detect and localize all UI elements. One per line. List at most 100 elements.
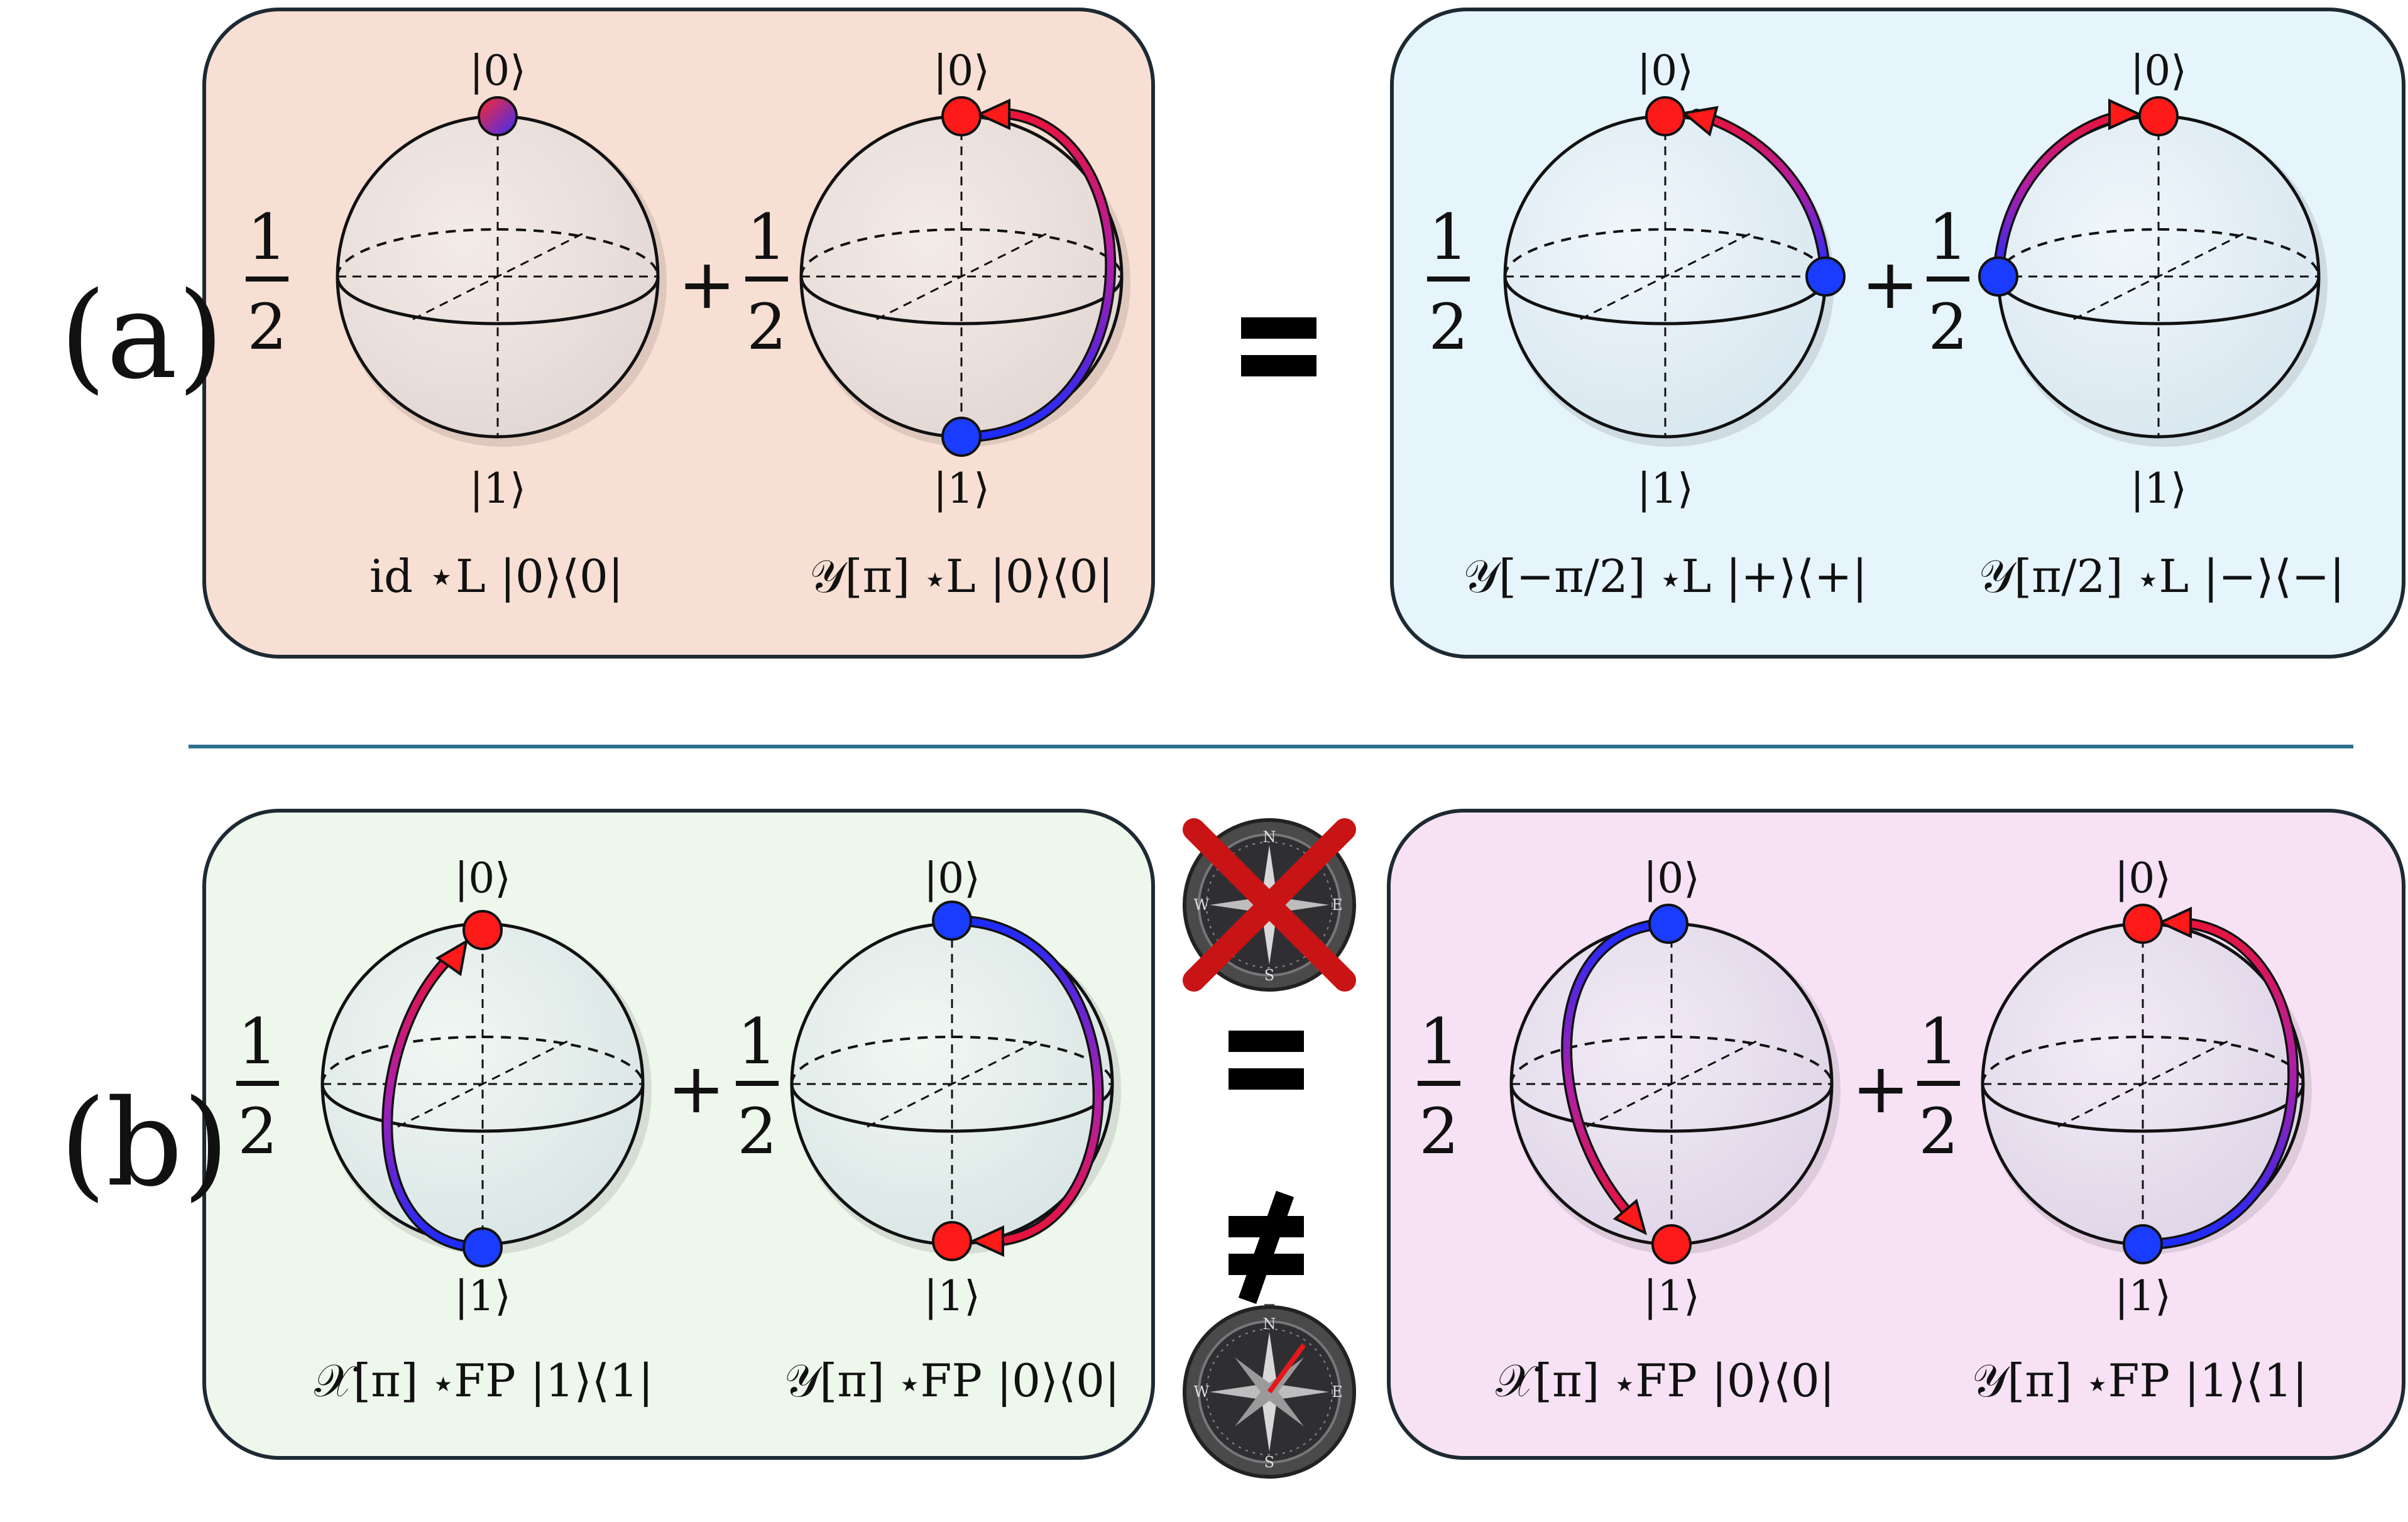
rotation-arc bbox=[948, 917, 1102, 1245]
ket-one: |1⟩ bbox=[469, 464, 526, 513]
arrowhead bbox=[976, 98, 1010, 131]
ket-one: |1⟩ bbox=[2115, 1272, 2171, 1320]
caption-a4: 𝒴[π/2] ⋆L |−⟩⟨−| bbox=[1979, 550, 2345, 603]
bloch-sphere-b2: |0⟩ |1⟩ bbox=[790, 854, 1121, 1320]
caption-b4: 𝒴[π] ⋆FP |1⟩⟨1| bbox=[1972, 1354, 2307, 1407]
state-dot bbox=[932, 1221, 972, 1261]
state-dot bbox=[462, 1227, 503, 1267]
state-dot bbox=[932, 901, 972, 941]
label-b: (b) bbox=[60, 1074, 229, 1213]
ket-one: |1⟩ bbox=[1643, 1272, 1700, 1320]
fraction-bar bbox=[736, 1081, 779, 1086]
ket-zero: |0⟩ bbox=[933, 47, 990, 95]
bloch-sphere-a1: |0⟩ |1⟩ bbox=[336, 47, 667, 513]
label-a: (a) bbox=[60, 266, 224, 405]
ket-zero: |0⟩ bbox=[1643, 854, 1700, 902]
state-dot bbox=[1645, 96, 1685, 136]
arrowhead bbox=[435, 939, 468, 977]
fraction-bar bbox=[1418, 1081, 1460, 1086]
fraction-bar bbox=[1917, 1081, 1960, 1086]
not-equal-sign bbox=[1229, 1191, 1304, 1304]
plus-sign-b-right: + bbox=[1852, 1048, 1910, 1129]
equals-sign-a bbox=[1241, 317, 1316, 376]
rotation-arc bbox=[2139, 919, 2297, 1248]
arrowhead bbox=[2157, 906, 2192, 939]
bloch-sphere-a2: |0⟩|1⟩ bbox=[799, 47, 1130, 513]
ket-zero: |0⟩ bbox=[2115, 854, 2171, 902]
x-axis bbox=[2073, 233, 2244, 320]
state-dot bbox=[2138, 96, 2179, 136]
arrowhead bbox=[970, 1225, 1004, 1257]
x-axis bbox=[1580, 233, 1751, 320]
bloch-sphere-a3: |0⟩ |1⟩ bbox=[1503, 47, 1846, 513]
x-axis bbox=[412, 233, 583, 320]
ket-zero: |0⟩ bbox=[454, 854, 511, 902]
rotation-arc bbox=[1563, 920, 1669, 1223]
fraction-numerator: 1 bbox=[1428, 200, 1469, 274]
ket-one: |1⟩ bbox=[454, 1272, 511, 1320]
fraction-one-half: 12 bbox=[1427, 200, 1470, 364]
compass-e: E bbox=[1332, 896, 1343, 914]
equator-front bbox=[336, 276, 660, 326]
fraction-numerator: 1 bbox=[1928, 200, 1968, 274]
compass-n: N bbox=[1263, 1315, 1276, 1333]
caption-b1: 𝒳[π] ⋆FP |1⟩⟨1| bbox=[314, 1354, 654, 1407]
equator-back bbox=[321, 1036, 644, 1085]
fraction-denominator: 2 bbox=[1419, 1095, 1459, 1168]
ket-one: |1⟩ bbox=[2130, 464, 2187, 513]
compass-icon-crossed: N S E W bbox=[1183, 818, 1356, 992]
fraction-numerator: 1 bbox=[238, 1005, 278, 1078]
fraction-bar bbox=[246, 276, 288, 282]
fraction-one-half: 12 bbox=[745, 200, 788, 364]
bloch-sphere-b4: |0⟩ |1⟩ bbox=[1981, 854, 2312, 1320]
fraction-denominator: 2 bbox=[737, 1095, 777, 1168]
x-axis bbox=[2057, 1040, 2228, 1128]
fraction-one-half: 12 bbox=[736, 1005, 779, 1168]
arrowhead bbox=[1681, 106, 1719, 137]
state-dot bbox=[2123, 1224, 2163, 1264]
fraction-one-half: 12 bbox=[1418, 1005, 1460, 1168]
ket-zero: |0⟩ bbox=[1637, 47, 1694, 95]
fraction-one-half: 12 bbox=[1927, 200, 1969, 364]
bloch-sphere-b1: |0⟩ |1⟩ bbox=[320, 854, 652, 1320]
fraction-denominator: 2 bbox=[1918, 1095, 1959, 1168]
plus-sign-a-left: + bbox=[678, 244, 736, 324]
state-dot bbox=[1978, 256, 2018, 297]
equator-front bbox=[1981, 1083, 2305, 1133]
state-dot bbox=[941, 417, 982, 457]
compass-icon: N S E W bbox=[1183, 1304, 1356, 1479]
fraction-bar bbox=[1427, 276, 1470, 282]
caption-a2: 𝒴[π] ⋆L |0⟩⟨0| bbox=[809, 550, 1114, 603]
equator-back bbox=[800, 228, 1123, 277]
fraction-denominator: 2 bbox=[238, 1095, 278, 1168]
ket-one: |1⟩ bbox=[924, 1272, 980, 1320]
equator-front bbox=[320, 1083, 645, 1133]
rotation-arc bbox=[1995, 111, 2131, 280]
fraction-numerator: 1 bbox=[747, 200, 787, 274]
state-dot bbox=[478, 96, 518, 136]
ket-zero: |0⟩ bbox=[924, 854, 980, 902]
compass-n: N bbox=[1263, 828, 1276, 846]
state-dot bbox=[2123, 904, 2163, 944]
fraction-denominator: 2 bbox=[1428, 290, 1469, 364]
x-axis bbox=[876, 233, 1047, 320]
ket-zero: |0⟩ bbox=[469, 47, 526, 95]
state-dot bbox=[1805, 256, 1846, 297]
equator-front bbox=[1509, 1083, 1834, 1133]
compass-e: E bbox=[1332, 1383, 1343, 1401]
fraction-bar bbox=[236, 1081, 279, 1086]
equator-back bbox=[336, 228, 659, 277]
fraction-denominator: 2 bbox=[1928, 290, 1968, 364]
ket-one: |1⟩ bbox=[1637, 464, 1694, 513]
fraction-denominator: 2 bbox=[747, 290, 787, 364]
fraction-numerator: 1 bbox=[737, 1005, 777, 1078]
x-axis bbox=[867, 1040, 1037, 1128]
fraction-one-half: 12 bbox=[1917, 1005, 1960, 1168]
arrowhead bbox=[1612, 1198, 1648, 1235]
fraction-bar bbox=[745, 276, 788, 282]
rotation-arc bbox=[1693, 111, 1829, 280]
caption-b2: 𝒴[π] ⋆FP |0⟩⟨0| bbox=[784, 1354, 1120, 1407]
equator-back bbox=[1981, 1036, 2304, 1085]
x-axis bbox=[1586, 1040, 1757, 1128]
